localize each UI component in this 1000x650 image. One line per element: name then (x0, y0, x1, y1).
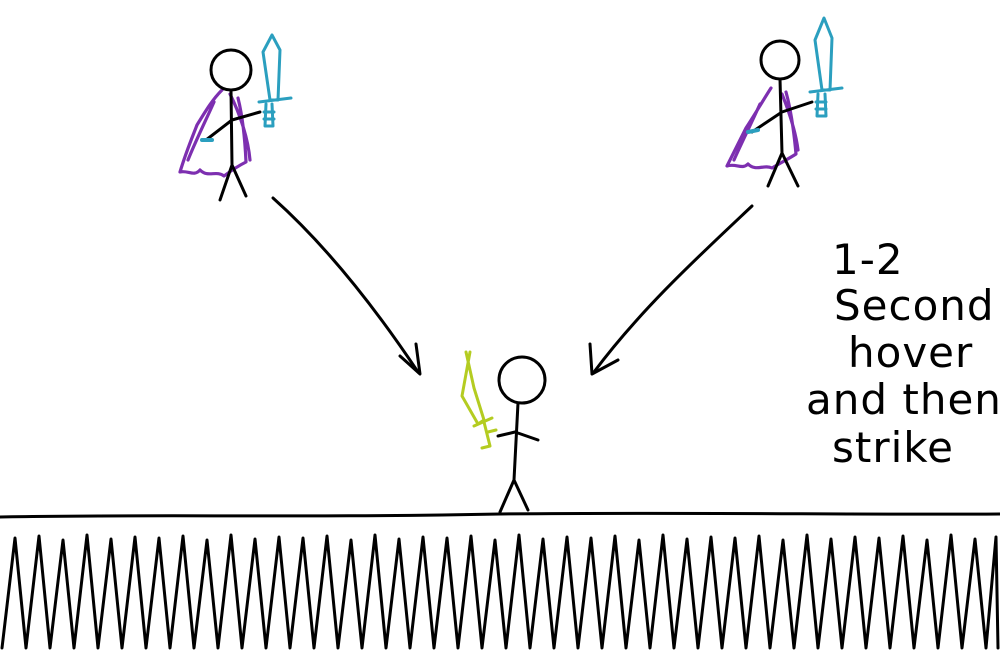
player-head (497, 355, 547, 405)
left-enemy-head (209, 48, 253, 92)
ground-line (0, 511, 1000, 519)
player-figure (460, 350, 547, 514)
right-enemy-sword-hand (746, 128, 760, 134)
left-enemy-sword (257, 33, 293, 128)
left-strike-arrow (271, 196, 422, 376)
left-enemy-body (204, 88, 262, 202)
note-line-5: strike (832, 423, 954, 472)
right-strike-arrow (588, 204, 754, 376)
right-enemy-sword (808, 16, 844, 118)
right-hovering-enemy (725, 16, 844, 188)
note-line-2: Second (834, 281, 995, 330)
zigzag-path (0, 533, 1000, 650)
note-line-3: hover (848, 328, 973, 377)
player-body (496, 401, 540, 514)
ground-zigzag-hatching (0, 533, 1000, 650)
note-line-1: 1-2 (832, 235, 904, 284)
note-line-4: and then (806, 375, 1000, 424)
right-enemy-cape (725, 86, 800, 170)
right-enemy-body (750, 77, 814, 188)
player-sword (460, 350, 498, 450)
left-enemy-cape (178, 88, 252, 178)
left-hovering-enemy (178, 33, 293, 202)
timing-note: 1-2 Second hover and then strike (806, 235, 1000, 472)
right-enemy-head (759, 39, 801, 81)
